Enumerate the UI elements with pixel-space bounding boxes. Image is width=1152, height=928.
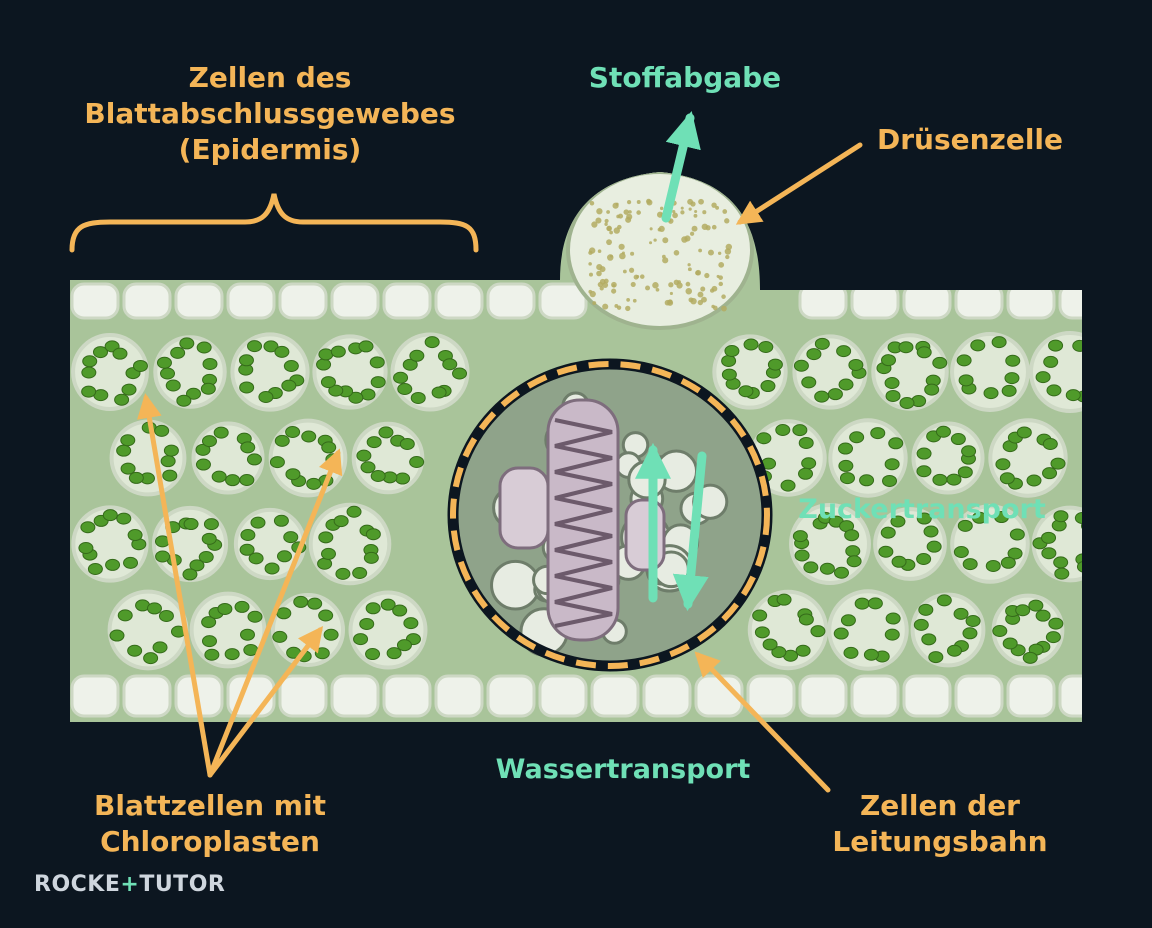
- label-secretion: Stoffabgabe: [588, 61, 782, 94]
- label-leaf-cells: Blattzellen mit Chloroplasten: [60, 788, 360, 860]
- label-epidermis-line-2: Blattabschlussgewebes: [84, 97, 456, 130]
- epidermis-brace: [69, 193, 479, 253]
- upper-epidermis: [70, 282, 1082, 320]
- gland-cell: [566, 172, 754, 330]
- label-epidermis: Zellen des Blattabschlussgewebes (Epider…: [60, 60, 480, 168]
- label-vascular-cells: Zellen der Leitungsbahn: [810, 788, 1070, 860]
- logo-plus: +: [120, 872, 140, 897]
- gland-secretion: [588, 198, 733, 312]
- label-vascular-cells-line-1: Zellen der: [859, 789, 1020, 822]
- label-sugar-transport: Zuckertransport: [798, 494, 1046, 525]
- mesophyll-cells: [71, 331, 1082, 671]
- label-leaf-cells-line-2: Chloroplasten: [100, 825, 320, 858]
- lower-epidermis: [70, 674, 1082, 718]
- label-vascular-cells-line-2: Leitungsbahn: [832, 825, 1048, 858]
- label-epidermis-line-1: Zellen des: [188, 61, 352, 94]
- arrow-gland-cell: [735, 142, 863, 225]
- arrow-vascular-cells: [694, 651, 831, 793]
- leaf-tissue: [70, 172, 1082, 722]
- label-epidermis-line-3: (Epidermis): [178, 133, 362, 166]
- logo-part-2: TUTOR: [139, 872, 226, 897]
- arrows-leaf-cells: [137, 393, 343, 778]
- logo-part-1: ROCKE: [34, 872, 121, 897]
- label-water-transport: Wassertransport: [495, 754, 751, 785]
- arrow-transport-down: [672, 451, 709, 612]
- vascular-bundle: [455, 365, 765, 665]
- rocket-tutor-logo: ROCKE+TUTOR: [34, 872, 225, 897]
- label-gland-cell: Drüsenzelle: [876, 123, 1064, 156]
- arrow-secretion: [661, 110, 701, 223]
- label-leaf-cells-line-1: Blattzellen mit: [94, 789, 326, 822]
